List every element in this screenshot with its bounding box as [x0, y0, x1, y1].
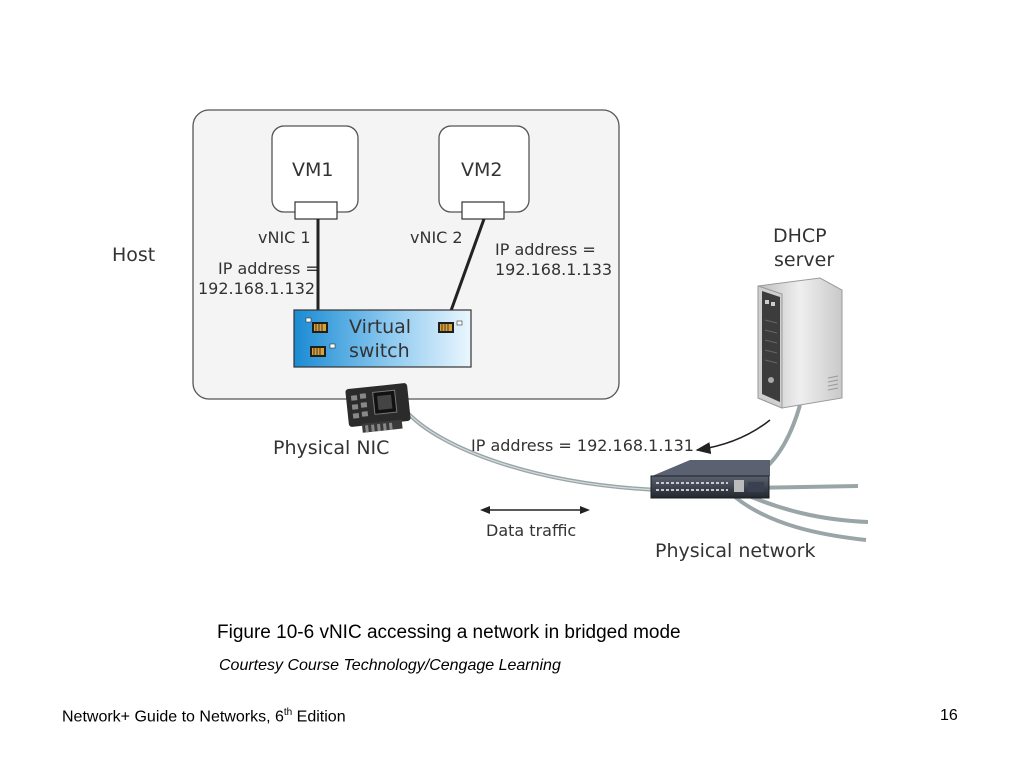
virtual-switch-label-line2: switch: [349, 340, 410, 362]
network-switch-icon: [650, 460, 770, 499]
figure-credit: Courtesy Course Technology/Cengage Learn…: [219, 657, 561, 674]
footer-book-prefix: Network+ Guide to Networks, 6: [62, 708, 284, 726]
nic-chip-icon: [345, 383, 411, 433]
footer-book-suffix: Edition: [292, 708, 346, 726]
vnic2-label: vNIC 2: [410, 228, 463, 247]
page-number: 16: [940, 707, 958, 724]
vm2-ip-label-line2: 192.168.1.133: [495, 260, 612, 279]
vnic2-cable: [446, 218, 486, 320]
data-traffic-label: Data traffic: [486, 521, 576, 540]
physical-network-label: Physical network: [655, 540, 816, 562]
switch-uplink-cable-3: [733, 495, 867, 542]
dhcp-label-line1: DHCP: [773, 225, 827, 247]
vm1-label: VM1: [292, 159, 333, 181]
vm1-box: VM1: [271, 125, 359, 220]
vm2-label: VM2: [461, 159, 502, 181]
nic-to-switch-cable-highlight: [404, 409, 661, 491]
vnic-bridged-diagram: Host VM1 VM2 vNIC 1 vNIC 2 IP address = …: [112, 109, 869, 562]
dhcp-ip-label: IP address = 192.168.1.131: [471, 436, 694, 455]
vnic1-label: vNIC 1: [258, 228, 311, 247]
ethernet-port-icon: [305, 317, 328, 333]
ethernet-port-icon: [438, 320, 463, 333]
vm2-ip-label-line1: IP address =: [495, 240, 596, 259]
ethernet-port-icon: [310, 343, 336, 357]
virtual-switch-label-line1: Virtual: [349, 316, 411, 338]
vm1-ip-label-line1: IP address =: [218, 259, 319, 278]
physical-nic-label: Physical NIC: [273, 437, 389, 459]
double-arrow-icon: [480, 506, 590, 514]
host-label: Host: [112, 244, 155, 266]
vm1-ip-label-line2: 192.168.1.132: [198, 279, 315, 298]
figure-caption: Figure 10-6 vNIC accessing a network in …: [217, 622, 681, 643]
server-tower-icon: [757, 277, 843, 409]
footer-book-sup: th: [283, 707, 293, 718]
vnic1-port: [294, 201, 338, 220]
virtual-switch: Virtual switch: [293, 309, 472, 368]
footer-book-title: Network+ Guide to Networks, 6th Edition: [62, 707, 346, 726]
vnic2-port: [461, 201, 505, 220]
vm2-box: VM2: [438, 125, 530, 220]
dhcp-arrow: [695, 419, 771, 455]
dhcp-label-line2: server: [774, 249, 834, 271]
